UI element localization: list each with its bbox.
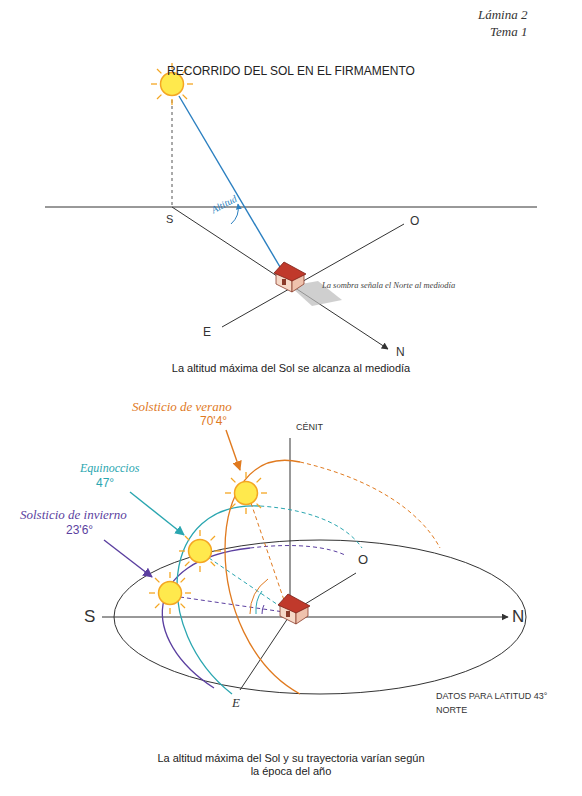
sheet-number: Lámina 2: [478, 8, 527, 23]
data-note: DATOS PARA LATITUD 43° NORTE: [436, 690, 548, 717]
compass-letter: E: [232, 696, 240, 711]
compass-letter: S: [166, 213, 173, 226]
page-title: RECORRIDO DEL SOL EN EL FIRMAMENTO: [167, 65, 415, 79]
compass-letter: S: [84, 607, 95, 627]
figure-caption: La altitud máxima del Sol y su trayector…: [156, 752, 426, 777]
zenith-label: CÉNIT: [296, 422, 323, 432]
shadow-note: La sombra señala el Norte al mediodía: [322, 281, 455, 291]
compass-letter: O: [410, 215, 419, 229]
compass-letter: N: [396, 346, 405, 360]
season-label: Solsticio de verano: [132, 400, 232, 415]
topic-number: Tema 1: [490, 25, 527, 40]
angle-value: 70'4°: [200, 415, 227, 429]
angle-value: 47°: [96, 477, 114, 491]
figure-caption: La altitud máxima del Sol se alcanza al …: [172, 362, 410, 375]
compass-letter: N: [512, 607, 524, 627]
compass-letter: O: [358, 553, 368, 568]
angle-value: 23'6°: [66, 524, 93, 538]
angle-label: Altitud: [209, 193, 238, 216]
season-label: Equinoccios: [80, 462, 139, 476]
season-label: Solsticio de invierno: [20, 508, 127, 523]
compass-letter: E: [203, 326, 211, 340]
